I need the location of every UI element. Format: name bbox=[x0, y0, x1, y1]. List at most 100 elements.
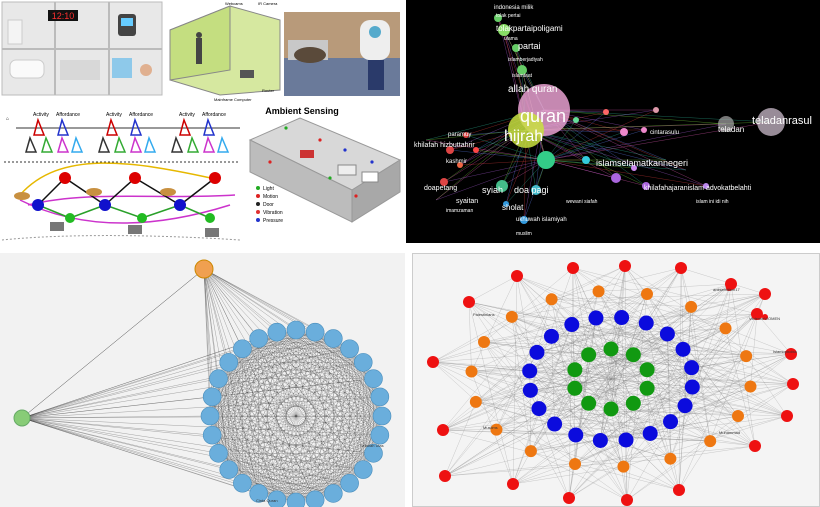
network-edge bbox=[600, 386, 693, 441]
network-edge bbox=[468, 301, 651, 434]
word-network-edge bbox=[425, 139, 547, 161]
network-edge bbox=[516, 275, 572, 325]
graph-edge bbox=[218, 378, 350, 484]
graph-edge bbox=[349, 435, 380, 484]
network-edge bbox=[678, 267, 682, 491]
graph-node bbox=[305, 322, 325, 342]
word-network-edge bbox=[465, 134, 547, 161]
network-edge bbox=[444, 445, 756, 477]
graph-edge bbox=[212, 338, 259, 436]
graph-edge bbox=[258, 338, 350, 484]
hub-edge bbox=[21, 348, 350, 419]
network-edge bbox=[432, 361, 628, 501]
network-edge bbox=[444, 401, 476, 477]
graph-node bbox=[324, 484, 343, 503]
graph-edge bbox=[258, 338, 364, 363]
digital-clock bbox=[48, 10, 78, 21]
network-node bbox=[529, 344, 545, 360]
network-edge bbox=[756, 313, 792, 355]
legend-door-label: Door bbox=[263, 202, 274, 208]
network-edge bbox=[432, 361, 794, 385]
network-edge bbox=[646, 306, 692, 324]
graph-edge bbox=[218, 378, 316, 500]
hub-edge bbox=[21, 417, 364, 470]
network-edge bbox=[625, 313, 758, 441]
graph-edge bbox=[373, 396, 380, 454]
network-edge bbox=[442, 403, 589, 431]
graph-edge bbox=[363, 415, 383, 470]
word-label: advokatbelahti bbox=[706, 185, 752, 192]
word-network-edge bbox=[545, 123, 727, 161]
network-edge bbox=[646, 293, 794, 385]
word-label: doa pagi bbox=[514, 185, 549, 195]
word-label: wewani siafah bbox=[566, 199, 598, 205]
top-hub-node bbox=[194, 259, 214, 279]
graph-edge bbox=[228, 362, 383, 417]
network-edge bbox=[725, 283, 732, 329]
graph-edge bbox=[258, 338, 380, 436]
word-network-edge bbox=[545, 131, 625, 161]
hub-edge bbox=[21, 396, 380, 419]
graph-node bbox=[249, 329, 268, 348]
network-edge bbox=[680, 267, 766, 295]
word-network-edge bbox=[545, 121, 772, 161]
network-edge bbox=[730, 283, 756, 447]
network-node bbox=[507, 478, 519, 490]
network-edge bbox=[483, 267, 574, 343]
network-node bbox=[490, 423, 503, 436]
network-node bbox=[465, 365, 478, 378]
hub-edge bbox=[21, 417, 350, 484]
network-node bbox=[673, 484, 685, 496]
hub-edge bbox=[21, 417, 229, 470]
network-edge bbox=[680, 267, 692, 307]
network-edge bbox=[471, 371, 624, 467]
network-node bbox=[638, 315, 654, 331]
network-edge bbox=[600, 383, 794, 441]
network-edge bbox=[746, 355, 788, 417]
network-edge bbox=[680, 267, 686, 406]
network-edge bbox=[529, 265, 626, 372]
network-edge bbox=[595, 317, 751, 387]
hub-edge bbox=[203, 268, 383, 417]
network-edge bbox=[571, 324, 747, 357]
node-label: Palestinians bbox=[473, 312, 495, 317]
node-label: Islamophobia bbox=[773, 349, 798, 354]
graph-edge bbox=[258, 338, 278, 500]
graph-node bbox=[340, 473, 359, 493]
network-edge bbox=[572, 267, 634, 404]
network-node bbox=[625, 395, 641, 411]
word-network-edges bbox=[425, 17, 772, 221]
graph-edge bbox=[228, 348, 350, 470]
network-edge bbox=[483, 341, 751, 387]
word-label: islamtaat bbox=[512, 73, 533, 79]
network-edge bbox=[678, 441, 711, 491]
graph-edge bbox=[242, 329, 297, 349]
graph-edge bbox=[218, 378, 277, 500]
network-edge bbox=[588, 353, 792, 355]
word-network-edge bbox=[449, 149, 547, 161]
graph-edge bbox=[276, 332, 350, 484]
network-edge bbox=[610, 383, 794, 410]
concentric-network-edges bbox=[432, 265, 794, 501]
graph-edge bbox=[258, 338, 380, 397]
word-label: syiah bbox=[482, 185, 503, 195]
network-edge bbox=[568, 313, 758, 499]
graph-edge bbox=[209, 396, 380, 417]
hub-edge bbox=[203, 268, 364, 470]
graph-node bbox=[372, 406, 392, 426]
complete-graph-nodes bbox=[200, 320, 392, 507]
graph-edge bbox=[258, 338, 383, 417]
graph-edge bbox=[276, 493, 334, 500]
hub-edge bbox=[21, 417, 259, 494]
hub-edge bbox=[203, 268, 364, 363]
hub-edge bbox=[21, 268, 205, 419]
graph-edge bbox=[209, 362, 364, 417]
network-node bbox=[749, 440, 761, 452]
network-edge bbox=[647, 283, 732, 370]
hub-edge bbox=[203, 268, 229, 363]
network-node bbox=[511, 270, 523, 282]
teladanrasul-node bbox=[757, 108, 785, 136]
graph-edge bbox=[209, 332, 277, 417]
network-edge bbox=[551, 283, 732, 337]
network-edge bbox=[568, 354, 589, 499]
